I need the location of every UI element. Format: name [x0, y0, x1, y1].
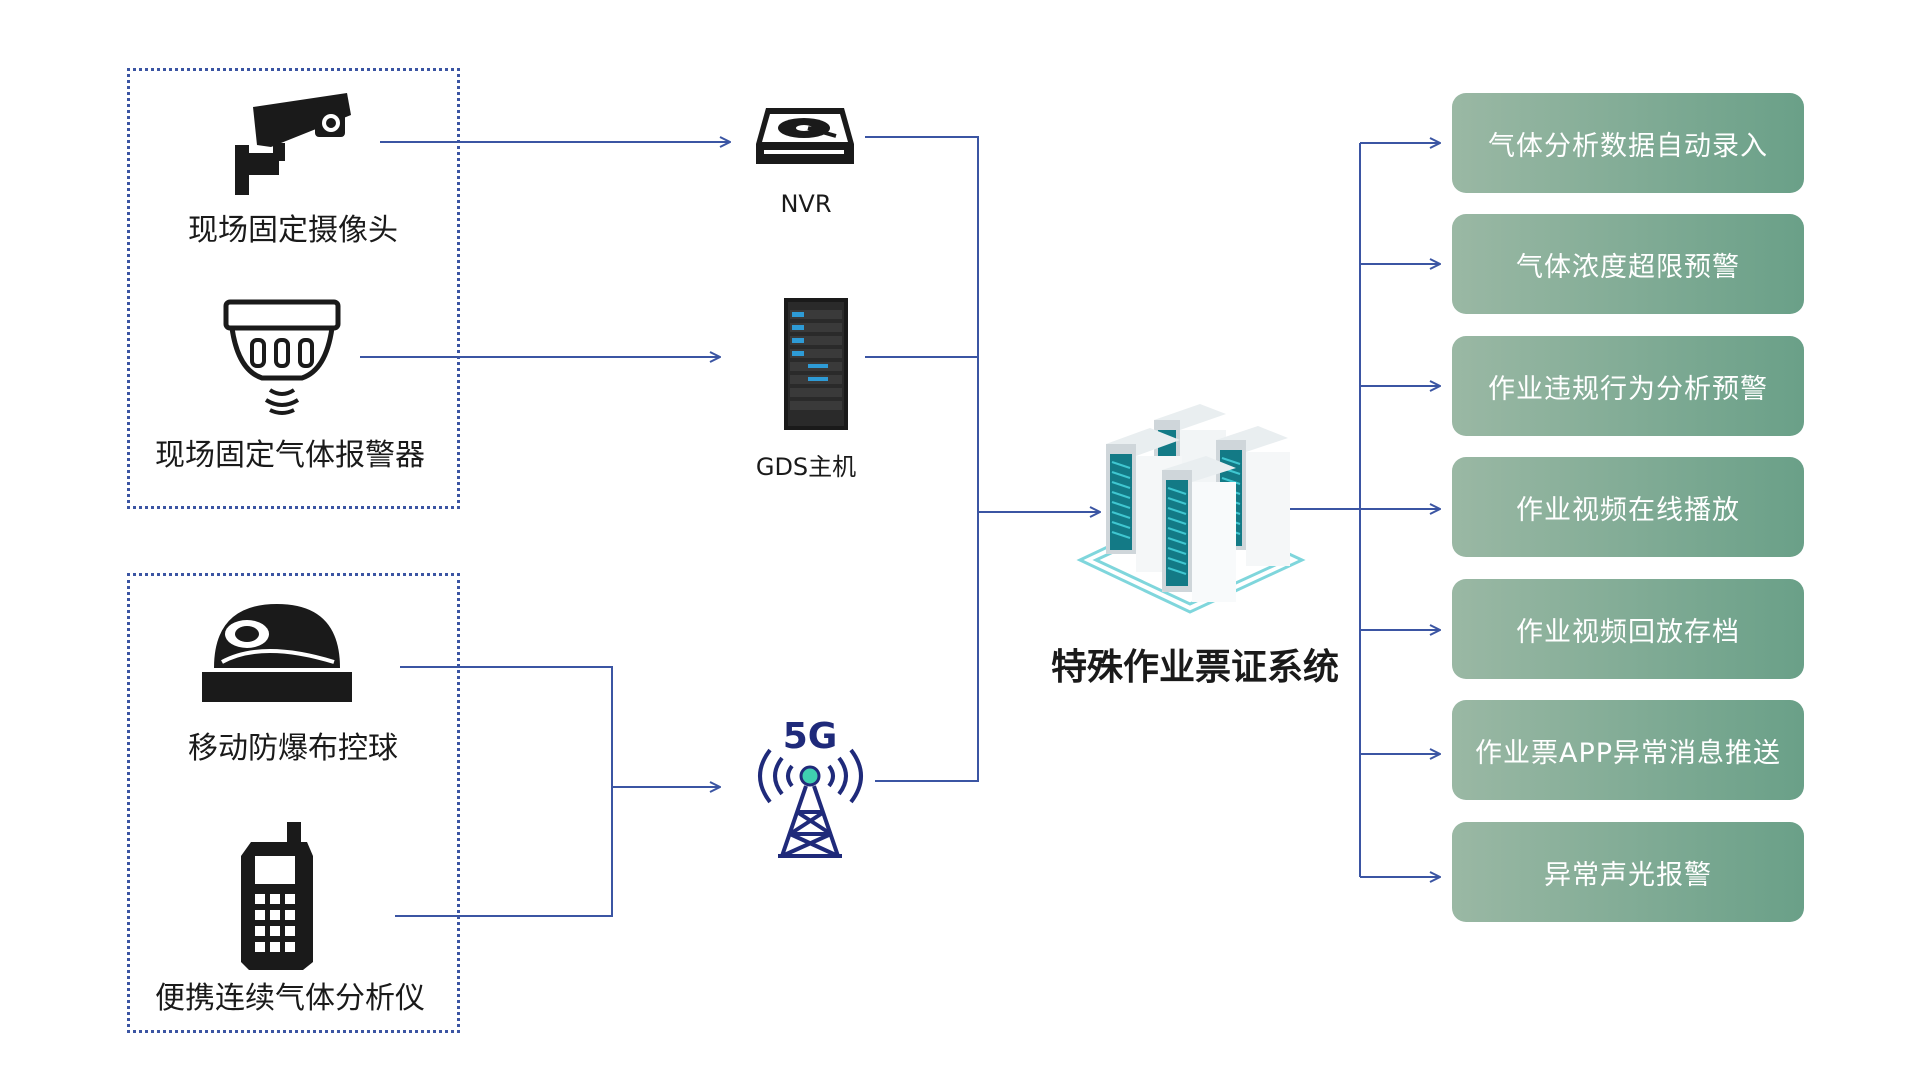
- function-box-app-push: 作业票APP异常消息推送: [1452, 700, 1804, 800]
- function-box-audio-visual-alarm: 异常声光报警: [1452, 822, 1804, 922]
- gas-analyzer-icon: [241, 822, 313, 970]
- gds-label: GDS主机: [755, 453, 857, 481]
- function-box-gas-limit-warning: 气体浓度超限预警: [1452, 214, 1804, 314]
- camera-icon: [235, 93, 351, 195]
- mobile-devices-group: [127, 573, 460, 1033]
- function-box-auto-entry: 气体分析数据自动录入: [1452, 93, 1804, 193]
- analyzer-label: 便携连续气体分析仪: [155, 981, 425, 1016]
- camera-label: 现场固定摄像头: [188, 213, 398, 248]
- 5g-tower-icon: 5G: [758, 716, 863, 858]
- nvr-hard-drive-icon: [756, 108, 854, 164]
- 5g-text: 5G: [783, 716, 838, 757]
- server-front: [1162, 456, 1236, 602]
- dome-camera-icon: [202, 604, 352, 702]
- dome-label: 移动防爆布控球: [188, 731, 398, 766]
- server-cluster-icon: [1076, 404, 1306, 614]
- server-left: [1106, 428, 1182, 572]
- line-nvr-bus: [865, 136, 979, 782]
- function-box-live-video: 作业视频在线播放: [1452, 457, 1804, 557]
- fixed-devices-group: [127, 68, 460, 509]
- line-dome-merge: [395, 666, 613, 917]
- gas-alarm-icon: [223, 299, 341, 415]
- gas-alarm-label: 现场固定气体报警器: [155, 438, 425, 473]
- nvr-label: NVR: [780, 190, 832, 218]
- function-box-violation-warning: 作业违规行为分析预警: [1452, 336, 1804, 436]
- function-box-video-playback: 作业视频回放存档: [1452, 579, 1804, 679]
- system-title: 特殊作业票证系统: [1050, 647, 1340, 688]
- gds-server-rack-icon: [784, 298, 848, 430]
